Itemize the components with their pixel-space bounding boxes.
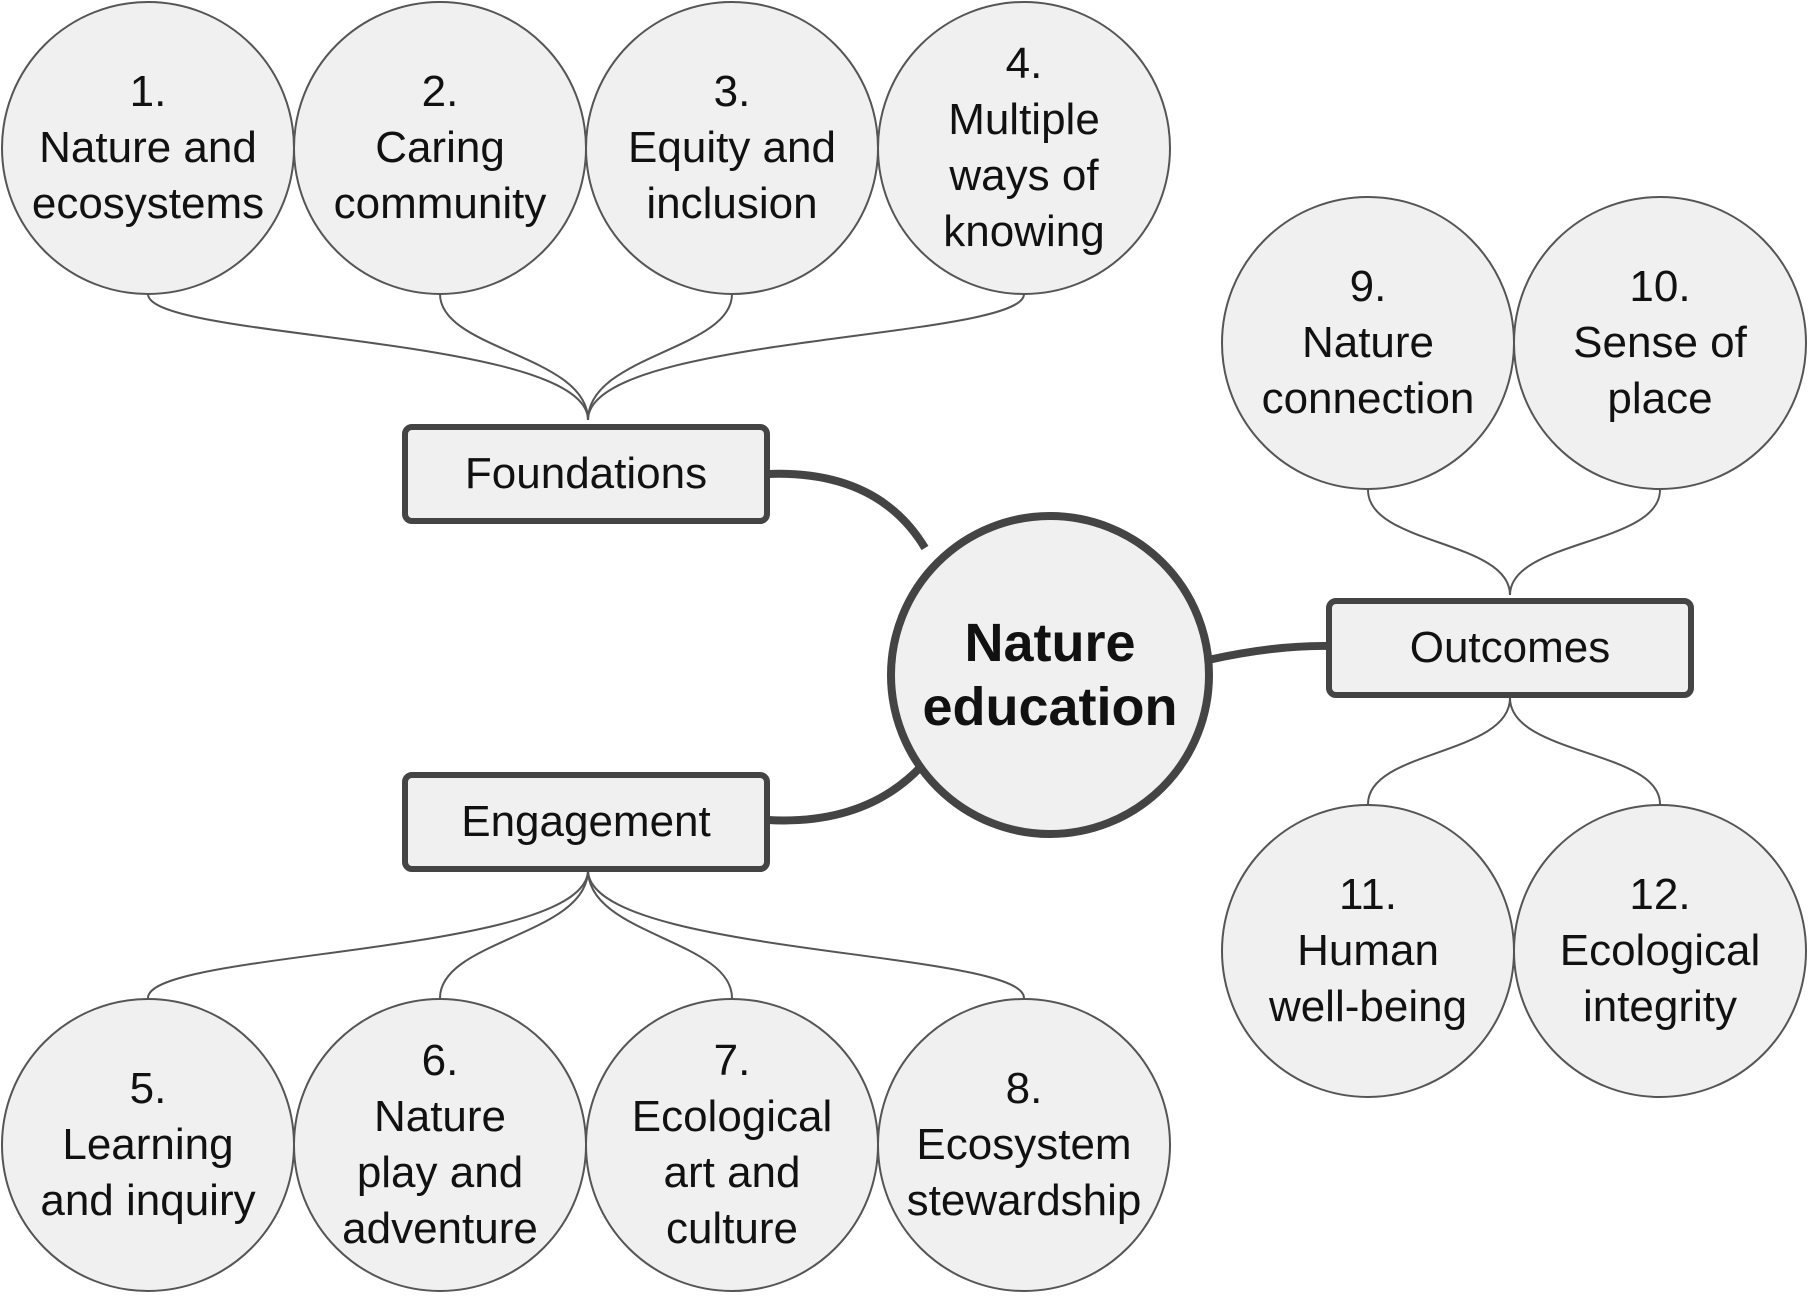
node-3-line-1: Equity and: [628, 123, 836, 172]
node-6-line-1: Nature: [373, 1092, 507, 1141]
node-1-line-1: Nature and: [39, 123, 257, 172]
node-6-line-2: play and: [356, 1148, 524, 1197]
node-1-number: 1.: [129, 67, 167, 116]
node-11-line-2: well-being: [1268, 982, 1468, 1031]
node-7-ecological-art-and-culture: 7. Ecological art and culture: [585, 998, 879, 1292]
node-5-learning-and-inquiry: 5. Learning and inquiry: [1, 998, 295, 1292]
connector-engagement-node-8: [587, 869, 1025, 999]
connector-outcomes-node-11: [1367, 697, 1511, 805]
node-7-line-1: Ecological: [631, 1092, 833, 1141]
center-label-line-1: Nature: [964, 613, 1136, 673]
center-node-nature-education: Nature education: [887, 512, 1213, 838]
center-label-line-2: education: [922, 677, 1178, 737]
node-4-multiple-ways-of-knowing: 4. Multiple ways of knowing: [877, 1, 1171, 295]
node-2-line-2: community: [333, 179, 547, 228]
connector-outcomes-node-9: [1367, 489, 1511, 596]
connector-center-foundations: [767, 469, 929, 551]
node-1-nature-and-ecosystems: 1. Nature and ecosystems: [1, 1, 295, 295]
node-6-nature-play-and-adventure: 6. Nature play and adventure: [293, 998, 587, 1292]
node-1-line-2: ecosystems: [31, 179, 265, 228]
node-12-line-2: integrity: [1582, 982, 1738, 1031]
connector-engagement-node-7: [587, 869, 733, 999]
connector-engagement-node-5: [147, 869, 589, 999]
node-9-nature-connection: 9. Nature connection: [1221, 196, 1515, 490]
branch-engagement-label: Engagement: [461, 797, 711, 846]
node-2-line-1: Caring: [375, 123, 505, 172]
node-4-number: 4.: [1005, 39, 1043, 88]
node-8-line-2: stewardship: [906, 1176, 1142, 1225]
node-10-sense-of-place: 10. Sense of place: [1513, 196, 1807, 490]
connector-outcomes-node-12: [1509, 697, 1661, 805]
connector-foundations-node-1: [147, 293, 589, 421]
node-7-line-3: culture: [665, 1204, 799, 1253]
node-3-equity-and-inclusion: 3. Equity and inclusion: [585, 1, 879, 295]
node-5-number: 5.: [129, 1064, 167, 1113]
node-4-line-3: knowing: [943, 207, 1105, 256]
connector-foundations-node-4: [587, 293, 1025, 421]
node-6-number: 6.: [421, 1036, 459, 1085]
connector-foundations-node-3: [587, 293, 733, 421]
node-2-caring-community: 2. Caring community: [293, 1, 587, 295]
node-9-line-1: Nature: [1301, 318, 1435, 367]
branch-outcomes: Outcomes: [1326, 598, 1694, 698]
node-10-line-2: place: [1607, 374, 1713, 423]
node-6-line-3: adventure: [342, 1204, 538, 1253]
node-11-human-well-being: 11. Human well-being: [1221, 804, 1515, 1098]
node-4-line-2: ways of: [949, 151, 1099, 200]
node-9-number: 9.: [1349, 262, 1387, 311]
node-5-line-1: Learning: [62, 1120, 234, 1169]
node-11-number: 11.: [1339, 870, 1397, 919]
node-9-line-2: connection: [1261, 374, 1475, 423]
connector-engagement-node-6: [439, 869, 589, 999]
node-8-line-1: Ecosystem: [916, 1120, 1132, 1169]
node-7-line-2: art and: [663, 1148, 801, 1197]
node-3-line-2: inclusion: [646, 179, 818, 228]
node-4-line-1: Multiple: [948, 95, 1100, 144]
connector-center-engagement: [767, 747, 939, 825]
node-11-line-1: Human: [1297, 926, 1439, 975]
connector-outcomes-node-10: [1509, 489, 1661, 596]
node-10-line-1: Sense of: [1573, 318, 1747, 367]
connector-foundations-node-2: [439, 293, 589, 421]
node-3-number: 3.: [713, 67, 751, 116]
node-2-number: 2.: [421, 67, 459, 116]
node-12-ecological-integrity: 12. Ecological integrity: [1513, 804, 1807, 1098]
node-8-number: 8.: [1005, 1064, 1043, 1113]
node-8-ecosystem-stewardship: 8. Ecosystem stewardship: [877, 998, 1171, 1292]
node-12-line-1: Ecological: [1559, 926, 1761, 975]
node-7-number: 7.: [713, 1036, 751, 1085]
branch-outcomes-label: Outcomes: [1409, 623, 1611, 672]
branch-foundations: Foundations: [402, 424, 770, 524]
node-12-number: 12.: [1629, 870, 1691, 919]
connector-center-outcomes: [1207, 641, 1331, 664]
branch-foundations-label: Foundations: [464, 449, 708, 498]
node-5-line-2: and inquiry: [40, 1176, 256, 1225]
branch-engagement: Engagement: [402, 772, 770, 872]
node-10-number: 10.: [1629, 262, 1691, 311]
